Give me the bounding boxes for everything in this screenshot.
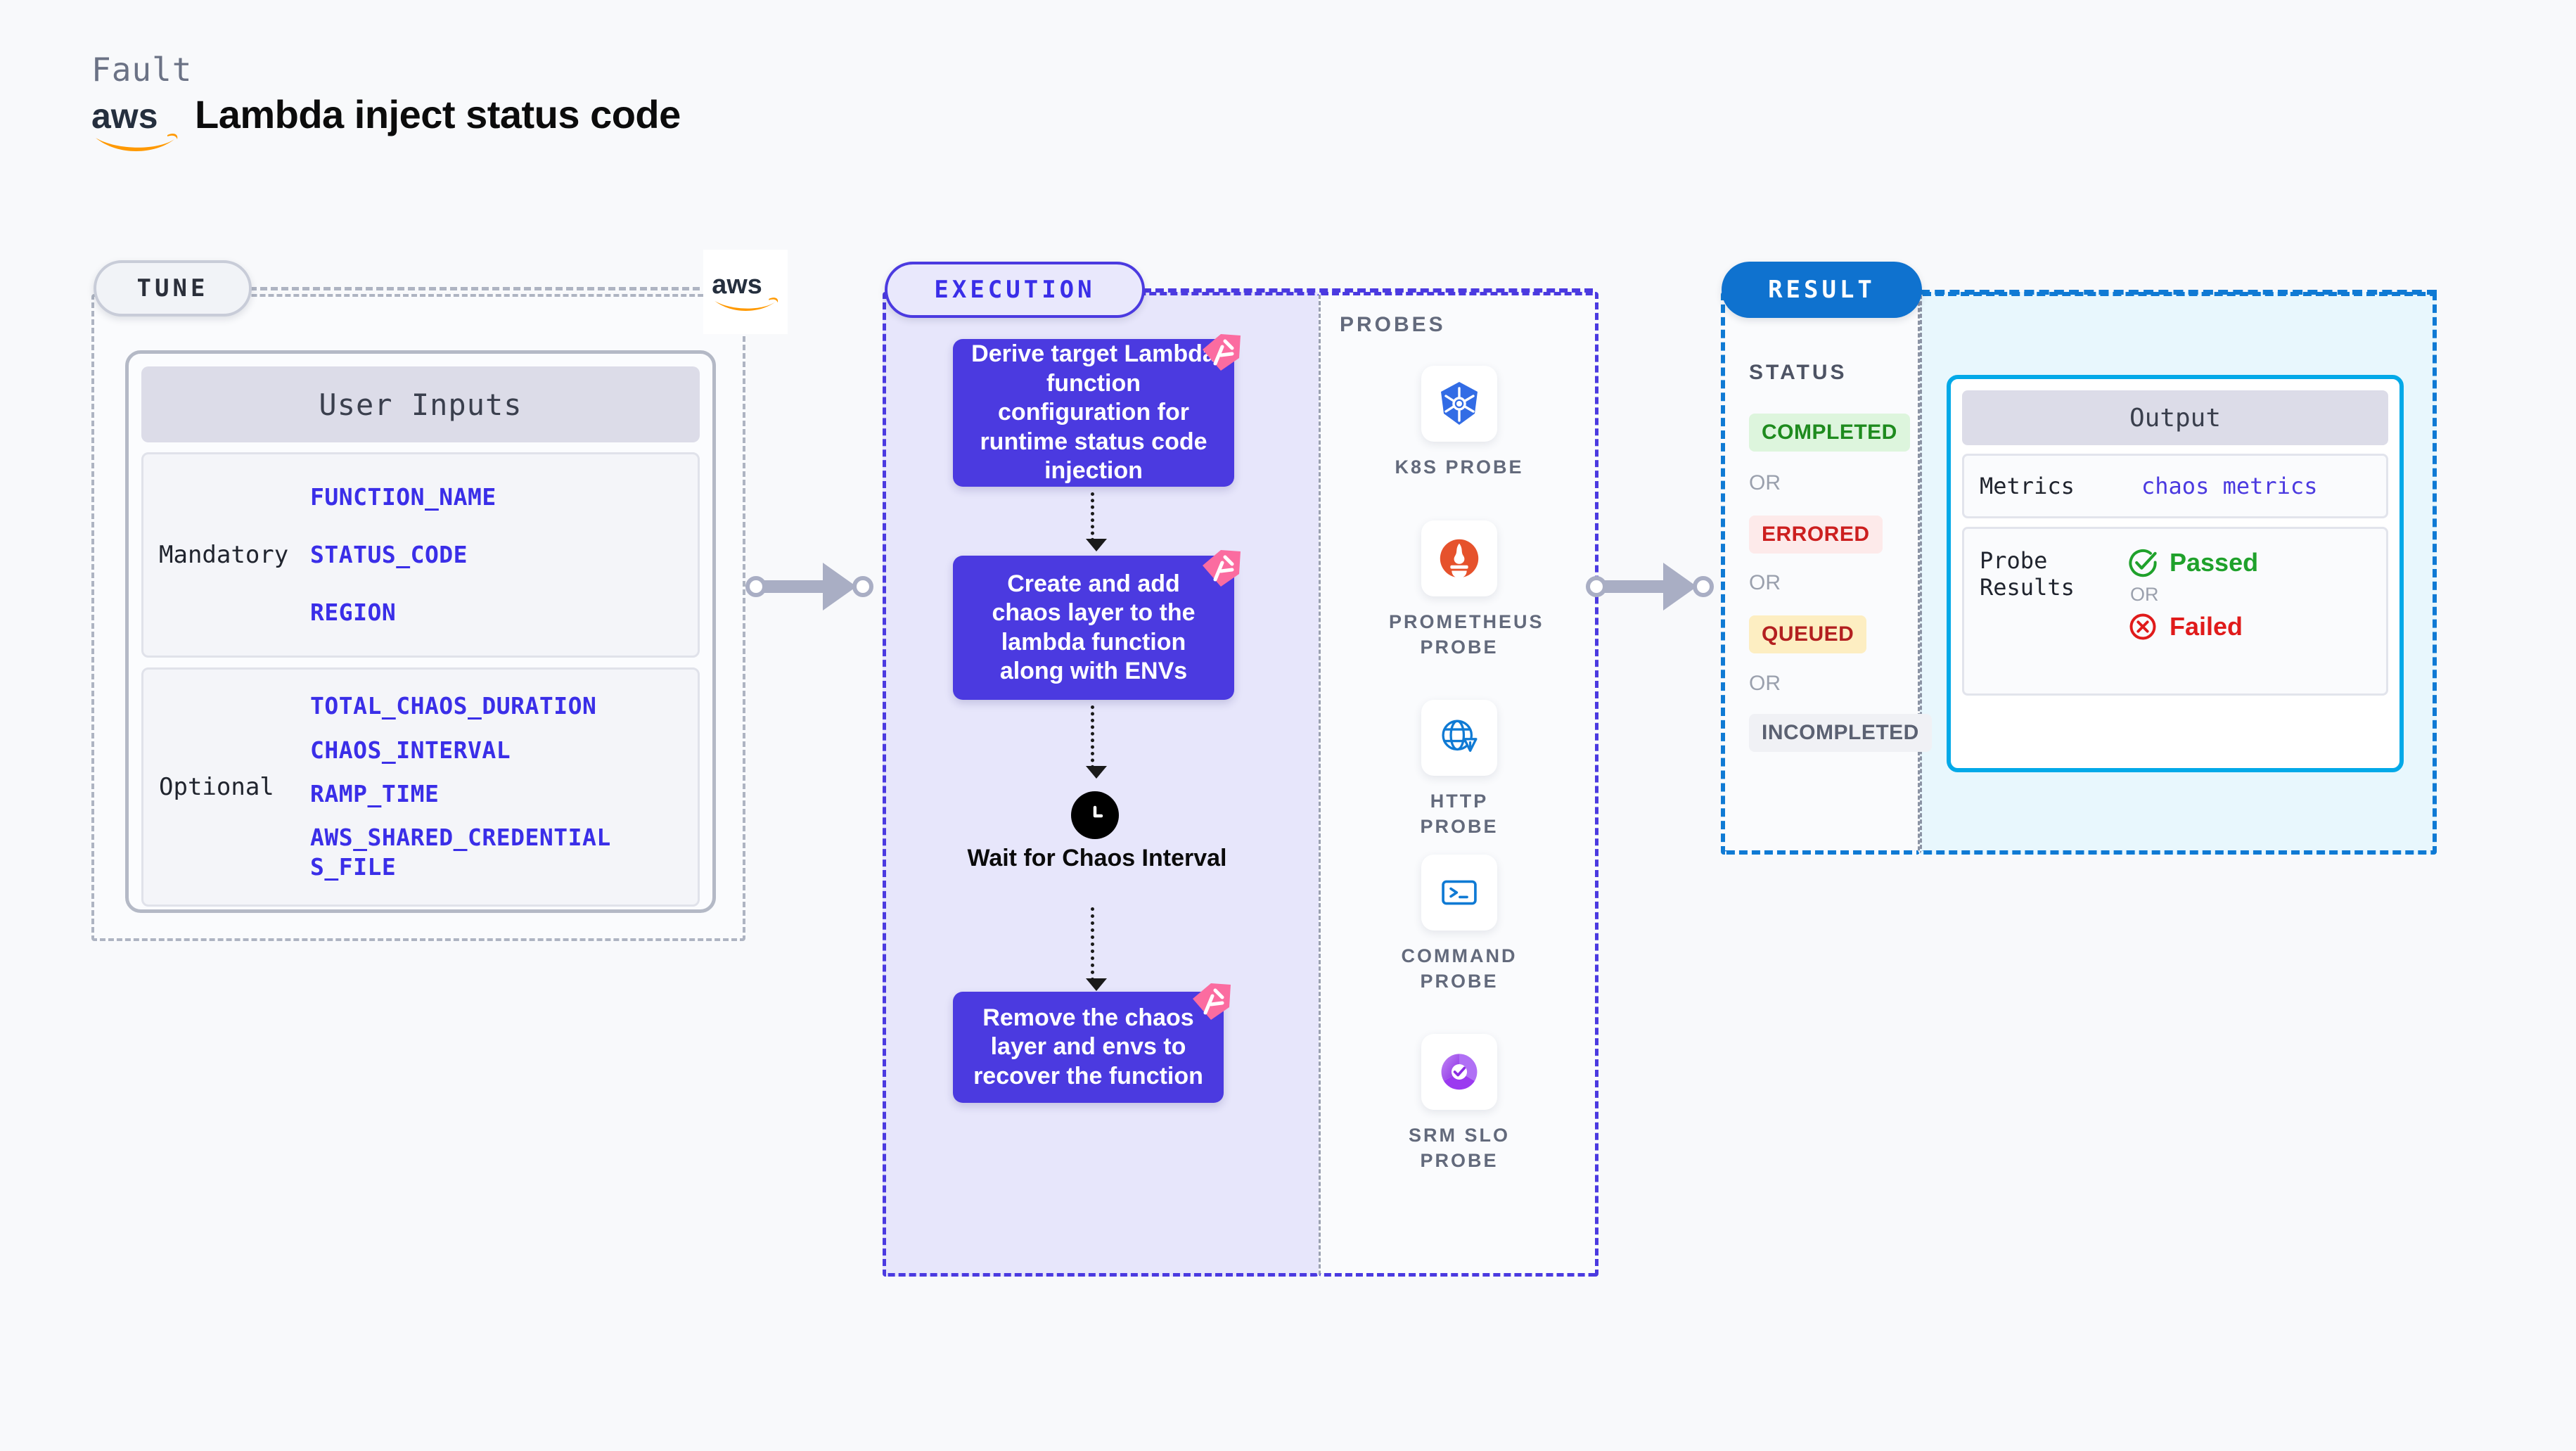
- probes-title: PROBES: [1340, 313, 1446, 336]
- input-key-chaos-interval[interactable]: CHAOS_INTERVAL: [310, 736, 511, 764]
- terminal-icon: [1421, 855, 1497, 931]
- aws-logo-icon: aws: [90, 91, 181, 155]
- probe-result-passed: Passed: [2127, 547, 2258, 578]
- probe-result-or: OR: [2130, 584, 2159, 605]
- probe-item-prometheus[interactable]: PROMETHEUS PROBE: [1389, 520, 1544, 660]
- metrics-label: Metrics: [1980, 472, 2075, 499]
- execution-step-2[interactable]: Create and add chaos layer to the lambda…: [953, 556, 1234, 700]
- metrics-value[interactable]: chaos metrics: [2141, 473, 2318, 499]
- probe-result-passed-label: Passed: [2170, 548, 2259, 577]
- probe-label-k8s: K8S PROBE: [1395, 456, 1524, 478]
- status-badge-errored: ERRORED: [1749, 516, 1883, 554]
- kubernetes-icon: [1421, 366, 1497, 442]
- status-badge-incompleted: INCOMPLETED: [1749, 714, 1932, 752]
- svg-text:aws: aws: [91, 96, 158, 136]
- probe-label-http: HTTP PROBE: [1420, 791, 1499, 838]
- probe-label-srm-slo: SRM SLO PROBE: [1408, 1125, 1510, 1172]
- svg-text:aws: aws: [712, 270, 762, 300]
- status-badge-completed: COMPLETED: [1749, 414, 1910, 452]
- page-kicker: Fault: [91, 51, 193, 89]
- flow-arrow-3: [1086, 907, 1107, 991]
- aws-inline-logo-icon: aws: [703, 250, 788, 334]
- connector-start-dot: [745, 576, 767, 597]
- output-row-probe-results: Probe Results Passed OR Failed: [1962, 527, 2388, 696]
- litmus-badge-icon-3: [1190, 982, 1233, 1021]
- litmus-badge-icon: [1200, 333, 1243, 372]
- mandatory-inputs-block: Mandatory FUNCTION_NAME STATUS_CODE REGI…: [141, 452, 700, 658]
- litmus-badge-icon-2: [1200, 549, 1243, 588]
- probe-item-k8s[interactable]: K8S PROBE: [1389, 366, 1530, 480]
- check-circle-icon: [2129, 549, 2157, 577]
- input-key-aws-shared-credentials-file[interactable]: AWS_SHARED_CREDENTIALS_FILE: [310, 824, 611, 881]
- tune-label[interactable]: TUNE: [94, 260, 252, 317]
- status-or-1: OR: [1749, 471, 1781, 494]
- input-key-total-chaos-duration[interactable]: TOTAL_CHAOS_DURATION: [310, 692, 597, 720]
- flow-arrow-2: [1086, 705, 1107, 779]
- connector-tune-execution: [745, 563, 886, 611]
- connector-arrowhead: [823, 563, 857, 611]
- output-card: Output Metrics chaos metrics Probe Resul…: [1947, 375, 2404, 772]
- probe-label-prometheus: PROMETHEUS PROBE: [1389, 611, 1544, 658]
- input-key-status-code[interactable]: STATUS_CODE: [310, 540, 468, 568]
- connector-bar: [755, 580, 840, 593]
- result-label[interactable]: RESULT: [1722, 262, 1922, 318]
- probe-item-http[interactable]: HTTP PROBE: [1389, 700, 1530, 840]
- optional-inputs-block: Optional TOTAL_CHAOS_DURATION CHAOS_INTE…: [141, 667, 700, 907]
- input-key-ramp-time[interactable]: RAMP_TIME: [310, 779, 440, 807]
- execution-step-3[interactable]: Remove the chaos layer and envs to recov…: [953, 992, 1224, 1103]
- http-globe-icon: [1421, 700, 1497, 776]
- connector-arrowhead-2: [1663, 563, 1697, 611]
- result-label-connector: [1920, 290, 2437, 295]
- mandatory-keys: FUNCTION_NAME STATUS_CODE REGION: [310, 468, 496, 642]
- user-inputs-card: User Inputs Mandatory FUNCTION_NAME STAT…: [125, 350, 716, 913]
- status-or-3: OR: [1749, 672, 1781, 695]
- page-title: Lambda inject status code: [195, 92, 681, 136]
- input-key-function-name[interactable]: FUNCTION_NAME: [310, 482, 496, 511]
- clock-icon: [1071, 791, 1119, 839]
- execution-label-connector: [1143, 288, 1593, 293]
- input-key-region[interactable]: REGION: [310, 599, 397, 627]
- probes-panel: [1319, 292, 1598, 1277]
- status-badge-queued: QUEUED: [1749, 615, 1867, 653]
- output-card-title: Output: [1962, 390, 2388, 445]
- prometheus-icon: [1421, 520, 1497, 596]
- optional-label: Optional: [159, 773, 274, 801]
- probe-label-command: COMMAND PROBE: [1401, 945, 1518, 992]
- probe-item-command[interactable]: COMMAND PROBE: [1389, 855, 1530, 995]
- connector-start-dot-2: [1586, 576, 1607, 597]
- status-title: STATUS: [1749, 361, 1847, 384]
- connector-end-dot-2: [1693, 576, 1714, 597]
- flow-arrow-1: [1086, 492, 1107, 551]
- user-inputs-title: User Inputs: [141, 366, 700, 442]
- connector-end-dot: [852, 576, 873, 597]
- result-panel: [1721, 292, 1920, 855]
- connector-execution-result: [1586, 563, 1730, 611]
- optional-keys: TOTAL_CHAOS_DURATION CHAOS_INTERVAL RAMP…: [310, 684, 613, 889]
- execution-step-1[interactable]: Derive target Lambda function configurat…: [953, 339, 1234, 487]
- status-or-2: OR: [1749, 571, 1781, 594]
- wait-step-label: Wait for Chaos Interval: [967, 845, 1227, 871]
- output-row-metrics: Metrics chaos metrics: [1962, 454, 2388, 518]
- connector-bar-2: [1596, 580, 1680, 593]
- probe-results-values: Passed OR Failed: [2127, 547, 2258, 642]
- mandatory-label: Mandatory: [159, 541, 289, 569]
- probe-result-failed: Failed: [2127, 611, 2258, 642]
- execution-label[interactable]: EXECUTION: [885, 262, 1145, 318]
- probe-item-srm-slo[interactable]: SRM SLO PROBE: [1389, 1034, 1530, 1174]
- probe-result-failed-label: Failed: [2170, 612, 2243, 641]
- srm-slo-icon: [1421, 1034, 1497, 1110]
- tune-label-connector: [250, 287, 721, 290]
- x-circle-icon: [2129, 613, 2156, 640]
- probe-results-label: Probe Results: [1980, 547, 2075, 601]
